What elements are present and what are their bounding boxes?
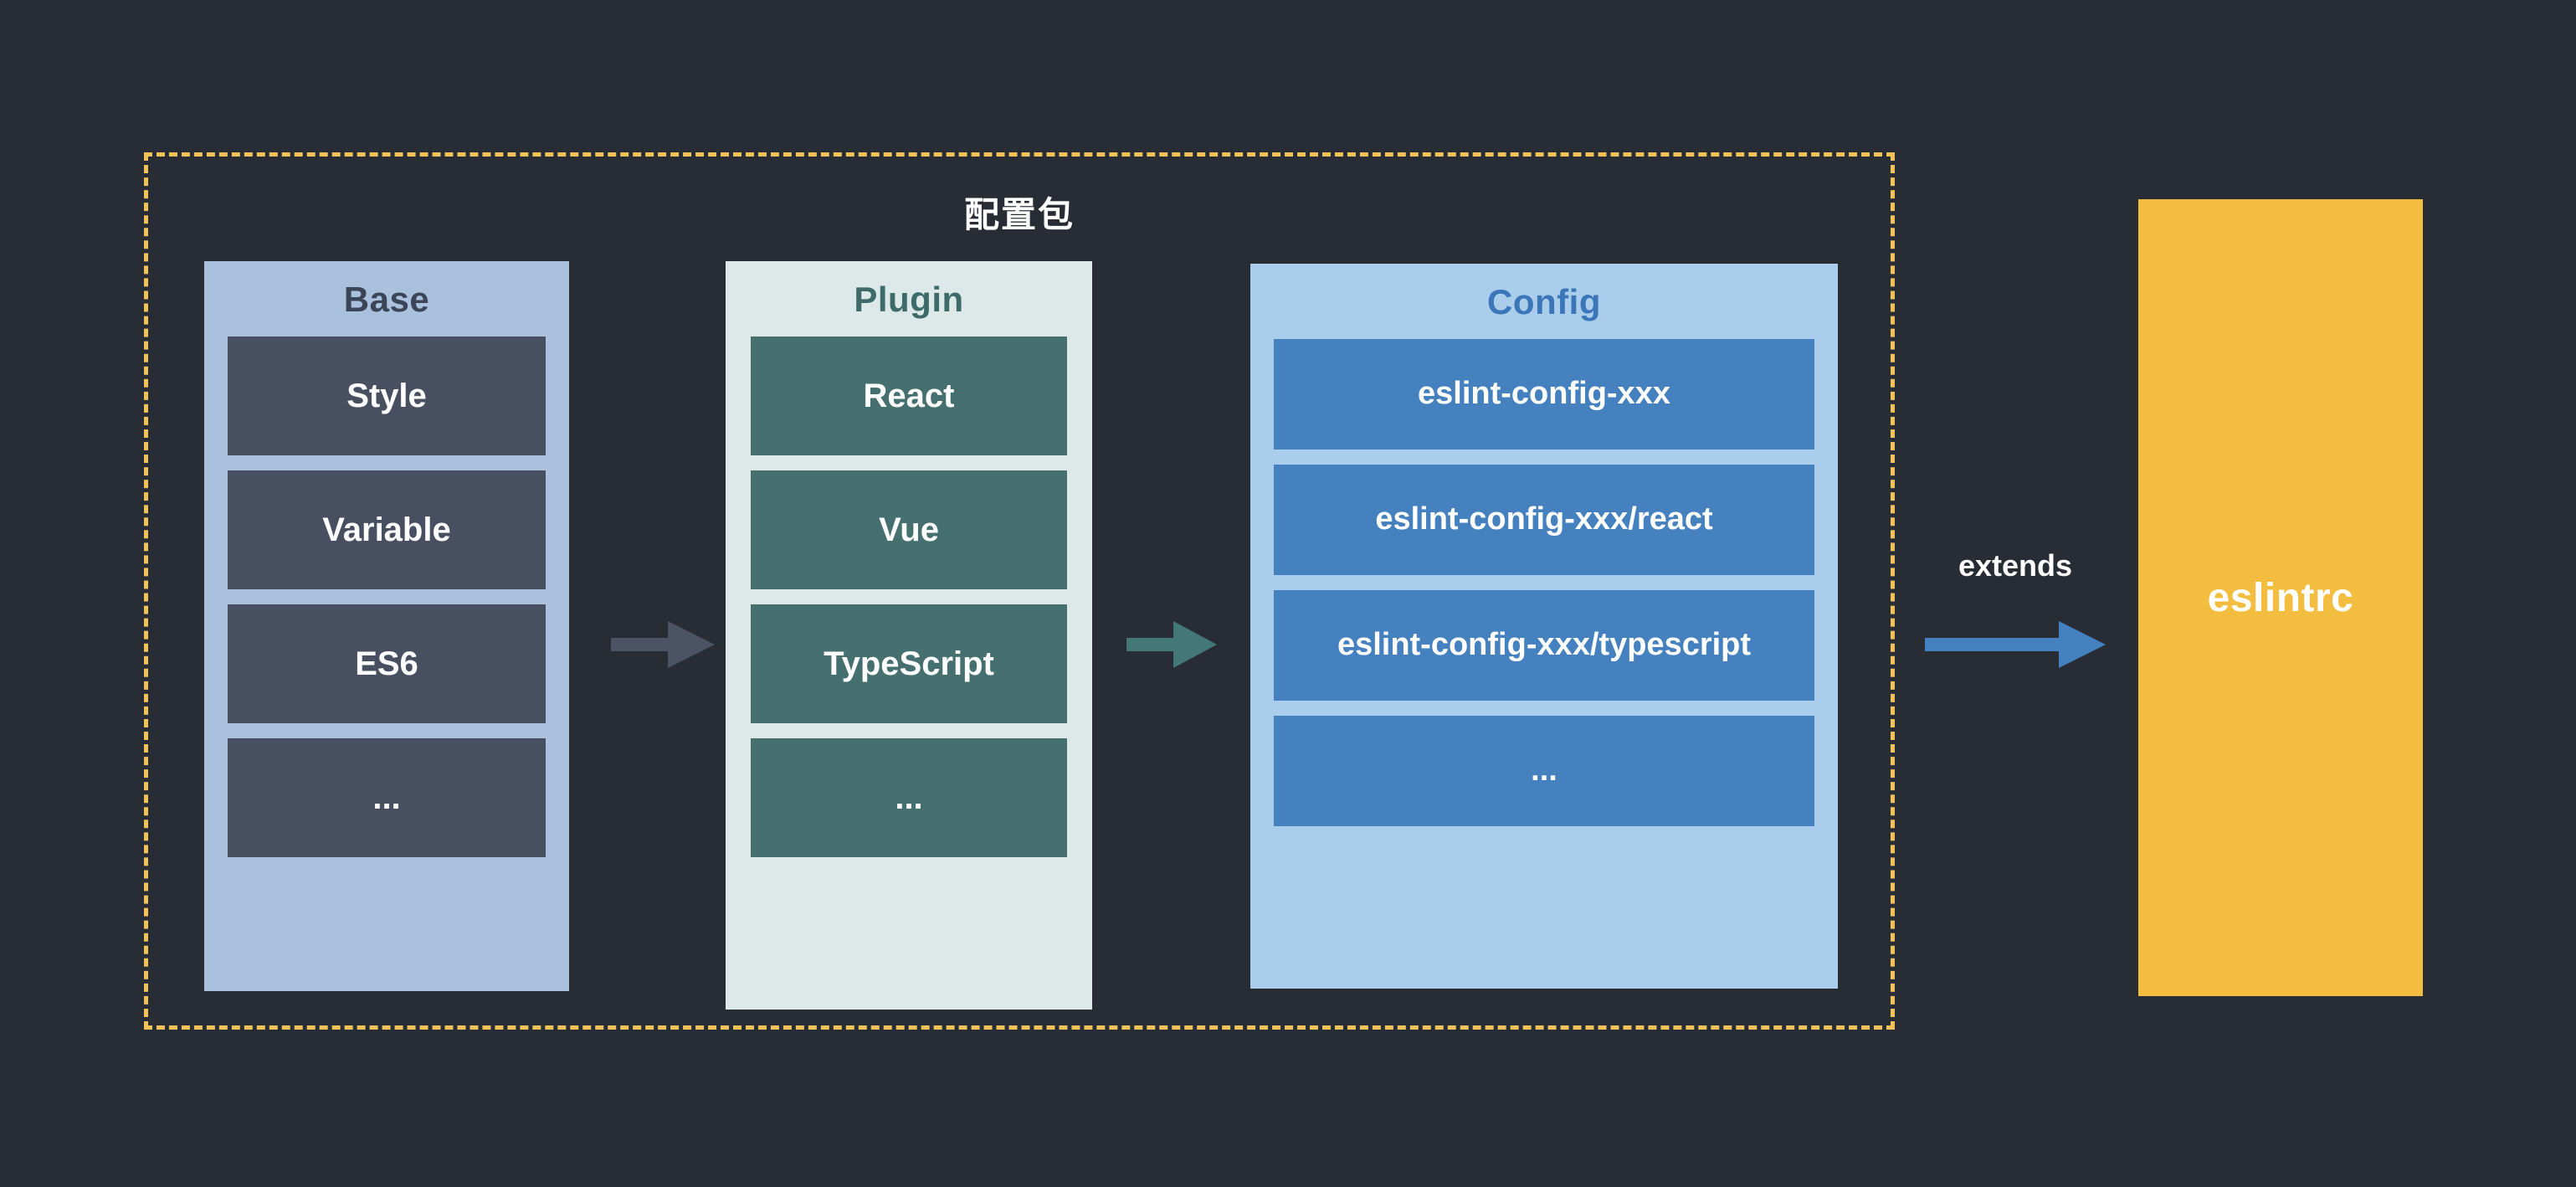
column-config-title: Config [1487,282,1601,321]
column-plugin-title: Plugin [854,280,964,319]
base-item-more[interactable]: ... [228,738,546,857]
eslintrc-label: eslintrc [2207,575,2354,620]
column-base-items: Style Variable ES6 ... [204,337,569,872]
config-item-base[interactable]: eslint-config-xxx [1274,339,1814,450]
plugin-item-react[interactable]: React [751,337,1067,455]
arrow-head [2059,621,2106,668]
eslintrc-box[interactable]: eslintrc [2138,199,2423,996]
arrow-base-to-plugin-icon [611,621,715,668]
config-package-group: 配置包 [144,152,1895,1030]
column-base-title: Base [343,280,430,319]
arrow-config-to-eslintrc-icon [1925,621,2106,668]
arrow-shaft [611,638,668,651]
config-item-react[interactable]: eslint-config-xxx/react [1274,465,1814,575]
column-config: Config eslint-config-xxx eslint-config-x… [1250,264,1838,989]
column-plugin: Plugin React Vue TypeScript ... [726,261,1092,1010]
plugin-item-vue[interactable]: Vue [751,470,1067,589]
arrow-shaft [1126,638,1173,651]
column-base: Base Style Variable ES6 ... [204,261,569,991]
plugin-item-typescript[interactable]: TypeScript [751,604,1067,723]
config-item-typescript[interactable]: eslint-config-xxx/typescript [1274,590,1814,701]
column-config-items: eslint-config-xxx eslint-config-xxx/reac… [1250,339,1838,841]
column-plugin-items: React Vue TypeScript ... [726,337,1092,872]
group-title: 配置包 [963,195,1075,234]
base-item-variable[interactable]: Variable [228,470,546,589]
plugin-item-more[interactable]: ... [751,738,1067,857]
arrow-head [1173,621,1217,668]
base-item-style[interactable]: Style [228,337,546,455]
config-item-more[interactable]: ... [1274,716,1814,826]
arrow-shaft [1925,638,2059,651]
arrow-plugin-to-config-icon [1126,621,1217,668]
extends-label: extends [1958,548,2073,583]
arrow-head [668,621,715,668]
base-item-es6[interactable]: ES6 [228,604,546,723]
